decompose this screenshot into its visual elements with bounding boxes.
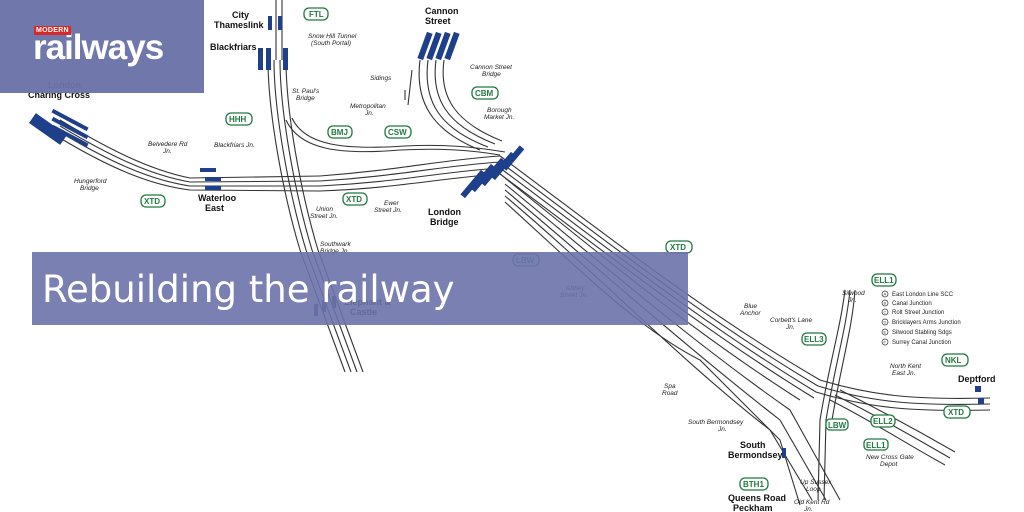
legend-f: Surrey Canal Junction [892, 340, 951, 346]
logo-tag: MODERN [34, 26, 71, 35]
svg-text:ELL1: ELL1 [874, 276, 894, 285]
code-bth1: BTH1 [739, 477, 769, 491]
code-ftl: FTL [303, 7, 329, 21]
code-bmj: BMJ [327, 125, 353, 139]
code-ell2: ELL2 [870, 414, 896, 428]
svg-text:XTD: XTD [948, 408, 964, 417]
svg-text:ELL2: ELL2 [873, 417, 893, 426]
junction-legend: A B C D E F East London Line SCC Canal J… [881, 290, 961, 346]
station-blackfriars: Blackfriars [210, 42, 257, 52]
svg-text:XTD: XTD [670, 243, 686, 252]
svg-text:XTD: XTD [144, 197, 160, 206]
modern-railways-logo[interactable]: railways MODERN [0, 0, 204, 93]
banner-title: Rebuilding the railway [42, 268, 455, 311]
svg-text:D: D [884, 320, 887, 325]
code-lbw-2: LBW [825, 418, 849, 431]
code-csw: CSW [384, 125, 412, 139]
station-deptford: Deptford [958, 374, 996, 384]
jn-southwark-bridge: SouthwarkBridge Jn. [320, 241, 351, 255]
svg-text:LBW: LBW [828, 421, 847, 430]
code-xtd-1: XTD [140, 194, 166, 208]
legend-e: Silwood Stabling Sdgs [892, 330, 952, 336]
code-cbm: CBM [471, 86, 499, 100]
legend-c: Rolt Street Junction [892, 310, 944, 316]
svg-text:XTD: XTD [346, 195, 362, 204]
svg-text:ELL1: ELL1 [866, 441, 886, 450]
code-nkl: NKL [941, 353, 969, 367]
svg-text:BMJ: BMJ [331, 128, 348, 137]
svg-text:E: E [884, 330, 887, 335]
svg-text:BTH1: BTH1 [743, 480, 764, 489]
svg-text:FTL: FTL [309, 10, 324, 19]
svg-text:NKL: NKL [945, 356, 962, 365]
legend-d: Bricklayers Arms Junction [892, 320, 961, 326]
legend-a: East London Line SCC [892, 292, 954, 298]
svg-text:CSW: CSW [388, 128, 407, 137]
svg-text:C: C [884, 310, 887, 315]
legend-b: Canal Junction [892, 301, 932, 307]
svg-text:HHH: HHH [229, 115, 247, 124]
code-hhh: HHH [225, 112, 253, 126]
code-ell1-1: ELL1 [871, 273, 897, 287]
svg-text:ELL3: ELL3 [804, 335, 824, 344]
code-ell1-2: ELL1 [863, 438, 889, 451]
code-xtd-2: XTD [342, 192, 368, 206]
code-ell3: ELL3 [801, 332, 827, 346]
title-banner: Rebuilding the railway [32, 252, 688, 325]
jn-snow-hill: Snow Hill Tunnel(South Portal) [308, 33, 357, 47]
svg-text:CBM: CBM [475, 89, 494, 98]
jn-blackfriars: Blackfriars Jn. [214, 142, 255, 149]
svg-text:A: A [884, 292, 887, 297]
svg-text:F: F [884, 340, 887, 345]
code-xtd-4: XTD [943, 405, 971, 419]
jn-sidings: Sidings [370, 75, 392, 82]
svg-text:B: B [884, 301, 887, 306]
